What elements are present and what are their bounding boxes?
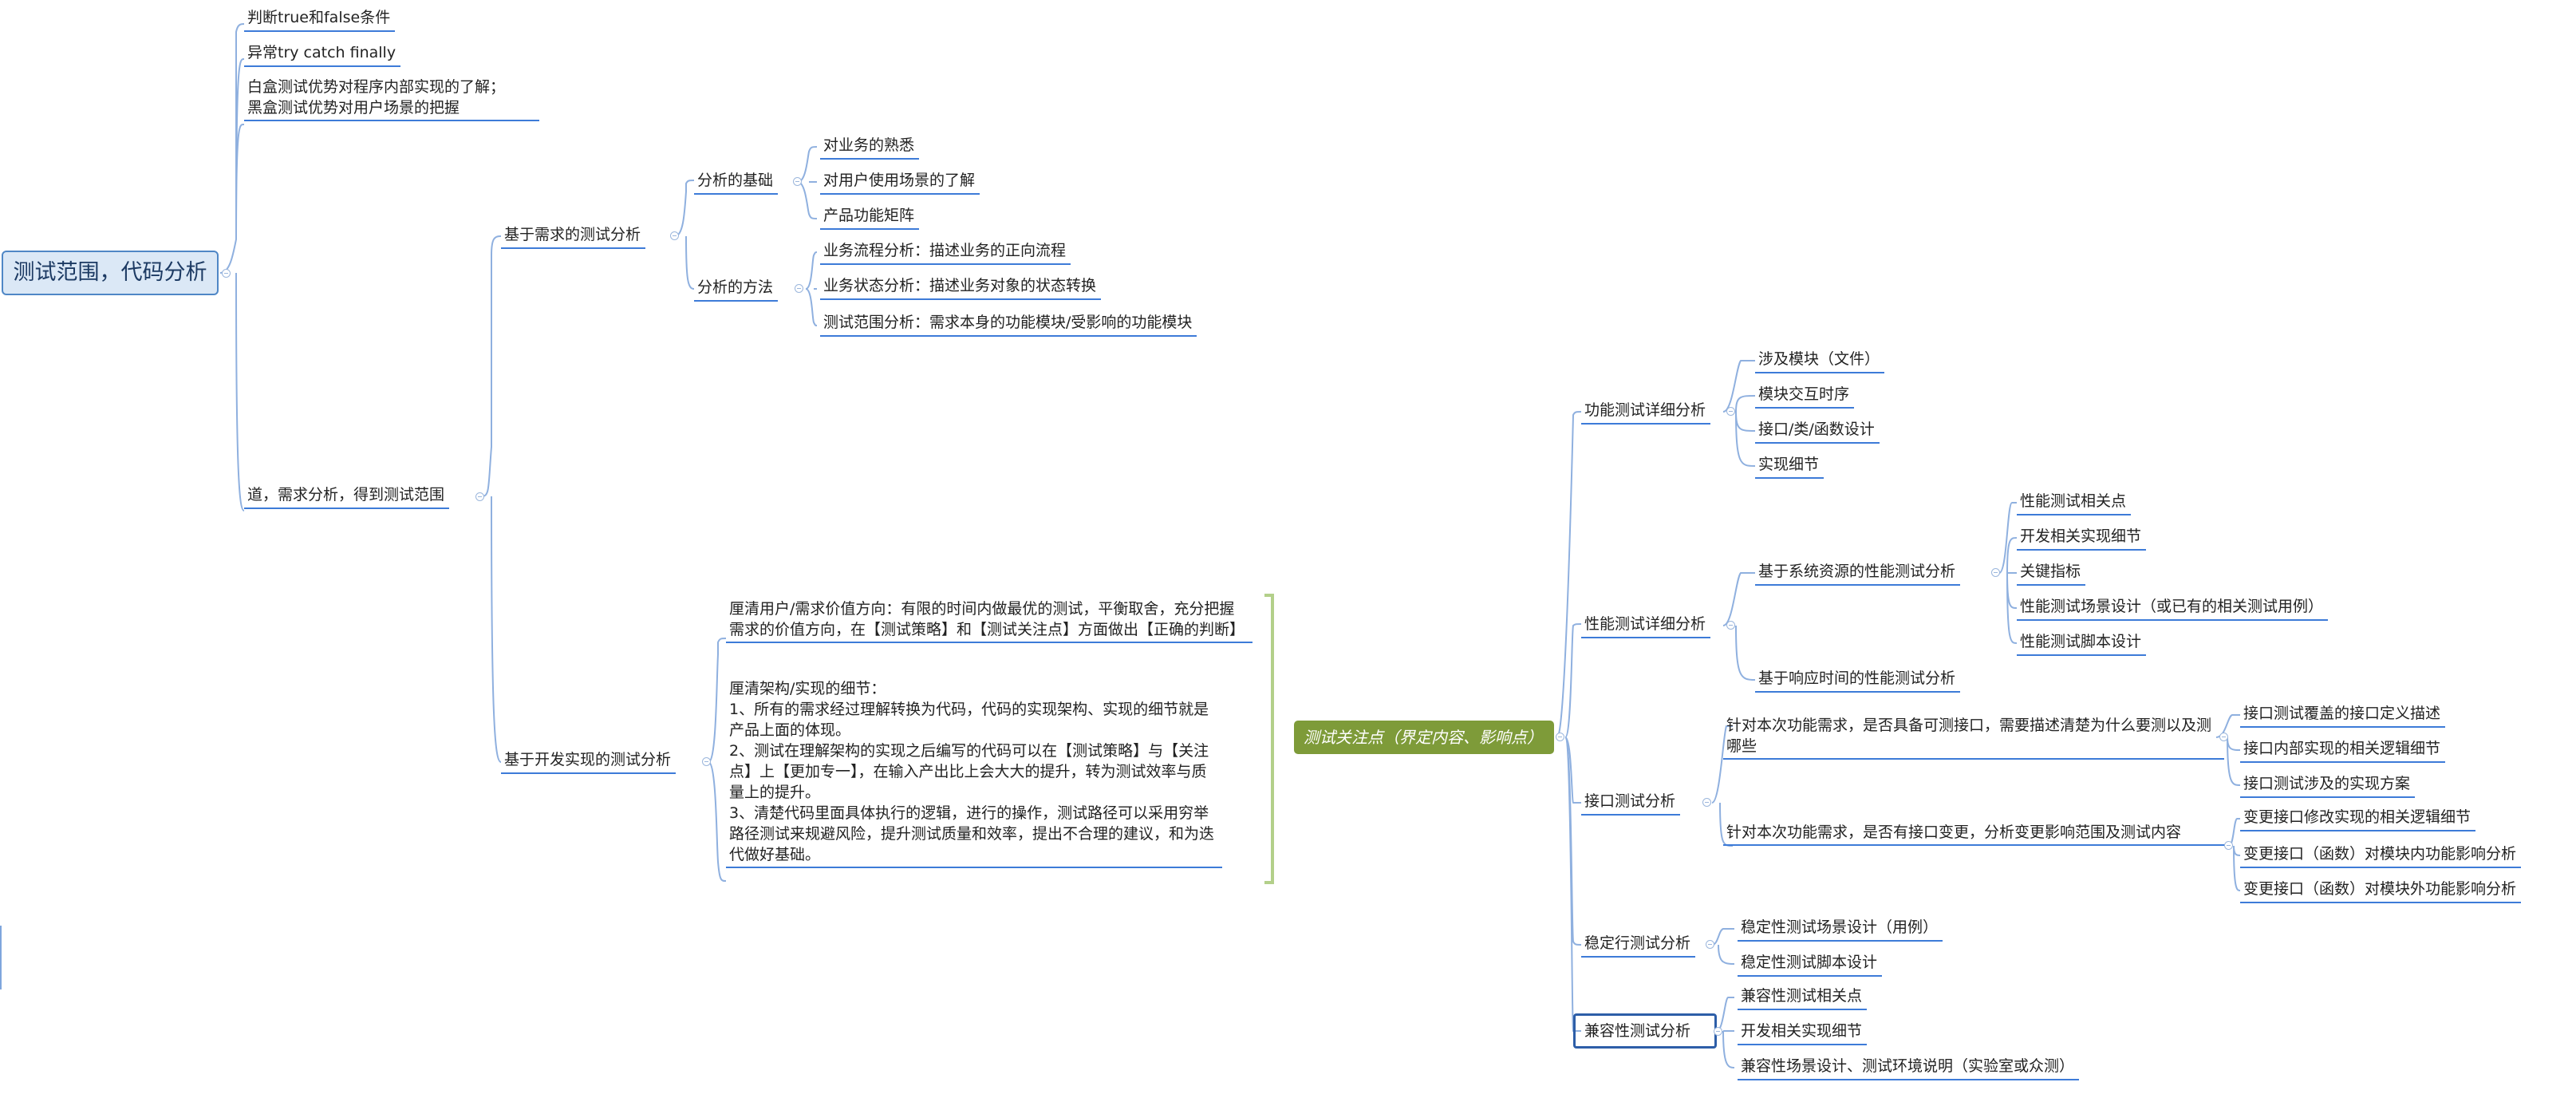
- topic-stab-item[interactable]: 稳定性测试脚本设计: [1738, 951, 1883, 977]
- topic-true-false[interactable]: 判断true和false条件: [244, 6, 396, 32]
- summary-bracket: [1264, 594, 1274, 884]
- topic-compat-item[interactable]: 开发相关实现细节: [1738, 1020, 1868, 1045]
- topic-iface-item[interactable]: 变更接口修改实现的相关逻辑细节: [2240, 806, 2476, 831]
- topic-iface-item[interactable]: 接口测试覆盖的接口定义描述: [2240, 702, 2446, 728]
- topic-perf-item[interactable]: 关键指标: [2017, 560, 2086, 586]
- topic-basis-item[interactable]: 对用户使用场景的了解: [820, 169, 980, 195]
- topic-basis-item[interactable]: 产品功能矩阵: [820, 204, 920, 230]
- topic-func-item[interactable]: 涉及模块（文件）: [1755, 348, 1885, 373]
- collapse-toggle-icon[interactable]: [2224, 841, 2233, 850]
- topic-try-catch[interactable]: 异常try catch finally: [244, 41, 401, 67]
- collapse-toggle-icon[interactable]: [1726, 407, 1735, 416]
- topic-basis-item[interactable]: 对业务的熟悉: [820, 134, 920, 160]
- topic-analysis-method[interactable]: 分析的方法: [694, 276, 779, 302]
- topic-perf-system[interactable]: 基于系统资源的性能测试分析: [1755, 560, 1961, 586]
- collapse-toggle-icon[interactable]: [1706, 940, 1714, 949]
- collapse-toggle-icon[interactable]: [793, 177, 802, 186]
- topic-iface-item[interactable]: 变更接口（函数）对模块内功能影响分析: [2240, 843, 2522, 868]
- topic-stability-analysis[interactable]: 稳定行测试分析: [1581, 932, 1696, 958]
- canvas-edge-indicator: [0, 926, 2, 989]
- note-architecture-details[interactable]: 厘清架构/实现的细节： 1、所有的需求经过理解转换为代码，代码的实现架构、实现的…: [726, 678, 1222, 868]
- topic-requirement-analysis[interactable]: 基于需求的测试分析: [501, 223, 646, 249]
- collapse-toggle-icon[interactable]: [1714, 1027, 1722, 1036]
- topic-compat-analysis[interactable]: 兼容性测试分析: [1584, 1022, 1691, 1040]
- topic-iface-item[interactable]: 接口测试涉及的实现方案: [2240, 772, 2416, 798]
- note-architecture-point: 2、测试在理解架构的实现之后编写的代码可以在【测试策略】与【关注点】上【更加专一…: [729, 742, 1209, 801]
- topic-func-item[interactable]: 实现细节: [1755, 453, 1825, 479]
- topic-interface-analysis[interactable]: 接口测试分析: [1581, 790, 1681, 816]
- topic-compat-item[interactable]: 兼容性测试相关点: [1738, 985, 1868, 1010]
- focus-topic[interactable]: 测试关注点（界定内容、影响点）: [1294, 721, 1554, 754]
- topic-method-item[interactable]: 测试范围分析：需求本身的功能模块/受影响的功能模块: [820, 311, 1197, 337]
- topic-perf-item[interactable]: 性能测试场景设计（或已有的相关测试用例）: [2017, 595, 2329, 621]
- topic-method-item[interactable]: 业务状态分析：描述业务对象的状态转换: [820, 274, 1102, 300]
- note-architecture-point: 3、清楚代码里面具体执行的逻辑，进行的操作，测试路径可以采用穷举路径测试来规避风…: [729, 804, 1215, 863]
- topic-iface-question[interactable]: 针对本次功能需求，是否具备可测接口，需要描述清楚为什么要测以及测哪些: [1723, 715, 2224, 760]
- topic-iface-item[interactable]: 接口内部实现的相关逻辑细节: [2240, 737, 2446, 763]
- collapse-toggle-icon[interactable]: [2219, 733, 2228, 741]
- topic-performance-analysis[interactable]: 性能测试详细分析: [1581, 613, 1711, 638]
- topic-blackbox-line: 黑盒测试优势对用户场景的把握: [247, 99, 460, 117]
- topic-compat-item[interactable]: 兼容性场景设计、测试环境说明（实验室或众测）: [1738, 1055, 2080, 1080]
- topic-dev-analysis[interactable]: 基于开发实现的测试分析: [501, 748, 677, 774]
- topic-iface-item[interactable]: 变更接口（函数）对模块外功能影响分析: [2240, 878, 2522, 903]
- note-value-direction[interactable]: 厘清用户/需求价值方向：有限的时间内做最优的测试，平衡取舍，充分把握需求的价值方…: [726, 598, 1252, 643]
- collapse-toggle-icon[interactable]: [1991, 568, 2000, 577]
- topic-perf-response[interactable]: 基于响应时间的性能测试分析: [1755, 667, 1961, 693]
- collapse-toggle-icon[interactable]: [1702, 798, 1711, 807]
- collapse-toggle-icon[interactable]: [795, 284, 803, 293]
- topic-iface-question[interactable]: 针对本次功能需求，是否有接口变更，分析变更影响范围及测试内容: [1723, 822, 2231, 846]
- topic-whitebox-line: 白盒测试优势对程序内部实现的了解；: [247, 78, 506, 96]
- topic-dao[interactable]: 道，需求分析，得到测试范围: [244, 484, 450, 509]
- topic-func-item[interactable]: 模块交互时序: [1755, 383, 1855, 409]
- collapse-toggle-icon[interactable]: [702, 757, 711, 766]
- root-topic[interactable]: 测试范围，代码分析: [2, 251, 219, 295]
- topic-analysis-basis[interactable]: 分析的基础: [694, 169, 779, 195]
- collapse-toggle-icon[interactable]: [1726, 621, 1735, 630]
- topic-functional-analysis[interactable]: 功能测试详细分析: [1581, 399, 1711, 425]
- note-architecture-title: 厘清架构/实现的细节：: [729, 680, 886, 697]
- collapse-toggle-icon[interactable]: [475, 492, 484, 501]
- topic-perf-item[interactable]: 性能测试相关点: [2017, 490, 2132, 515]
- topic-method-item[interactable]: 业务流程分析：描述业务的正向流程: [820, 239, 1071, 265]
- note-architecture-point: 1、所有的需求经过理解转换为代码，代码的实现架构、实现的细节就是产品上面的体现。: [729, 701, 1209, 739]
- collapse-toggle-icon[interactable]: [1556, 733, 1564, 741]
- collapse-toggle-icon[interactable]: [670, 231, 679, 240]
- topic-func-item[interactable]: 接口/类/函数设计: [1755, 418, 1880, 444]
- topic-whitebox-blackbox[interactable]: 白盒测试优势对程序内部实现的了解； 黑盒测试优势对用户场景的把握: [244, 77, 539, 121]
- topic-perf-item[interactable]: 开发相关实现细节: [2017, 525, 2147, 551]
- topic-stab-item[interactable]: 稳定性测试场景设计（用例）: [1738, 916, 1943, 942]
- collapse-toggle-icon[interactable]: [222, 269, 231, 278]
- topic-perf-item[interactable]: 性能测试脚本设计: [2017, 630, 2147, 656]
